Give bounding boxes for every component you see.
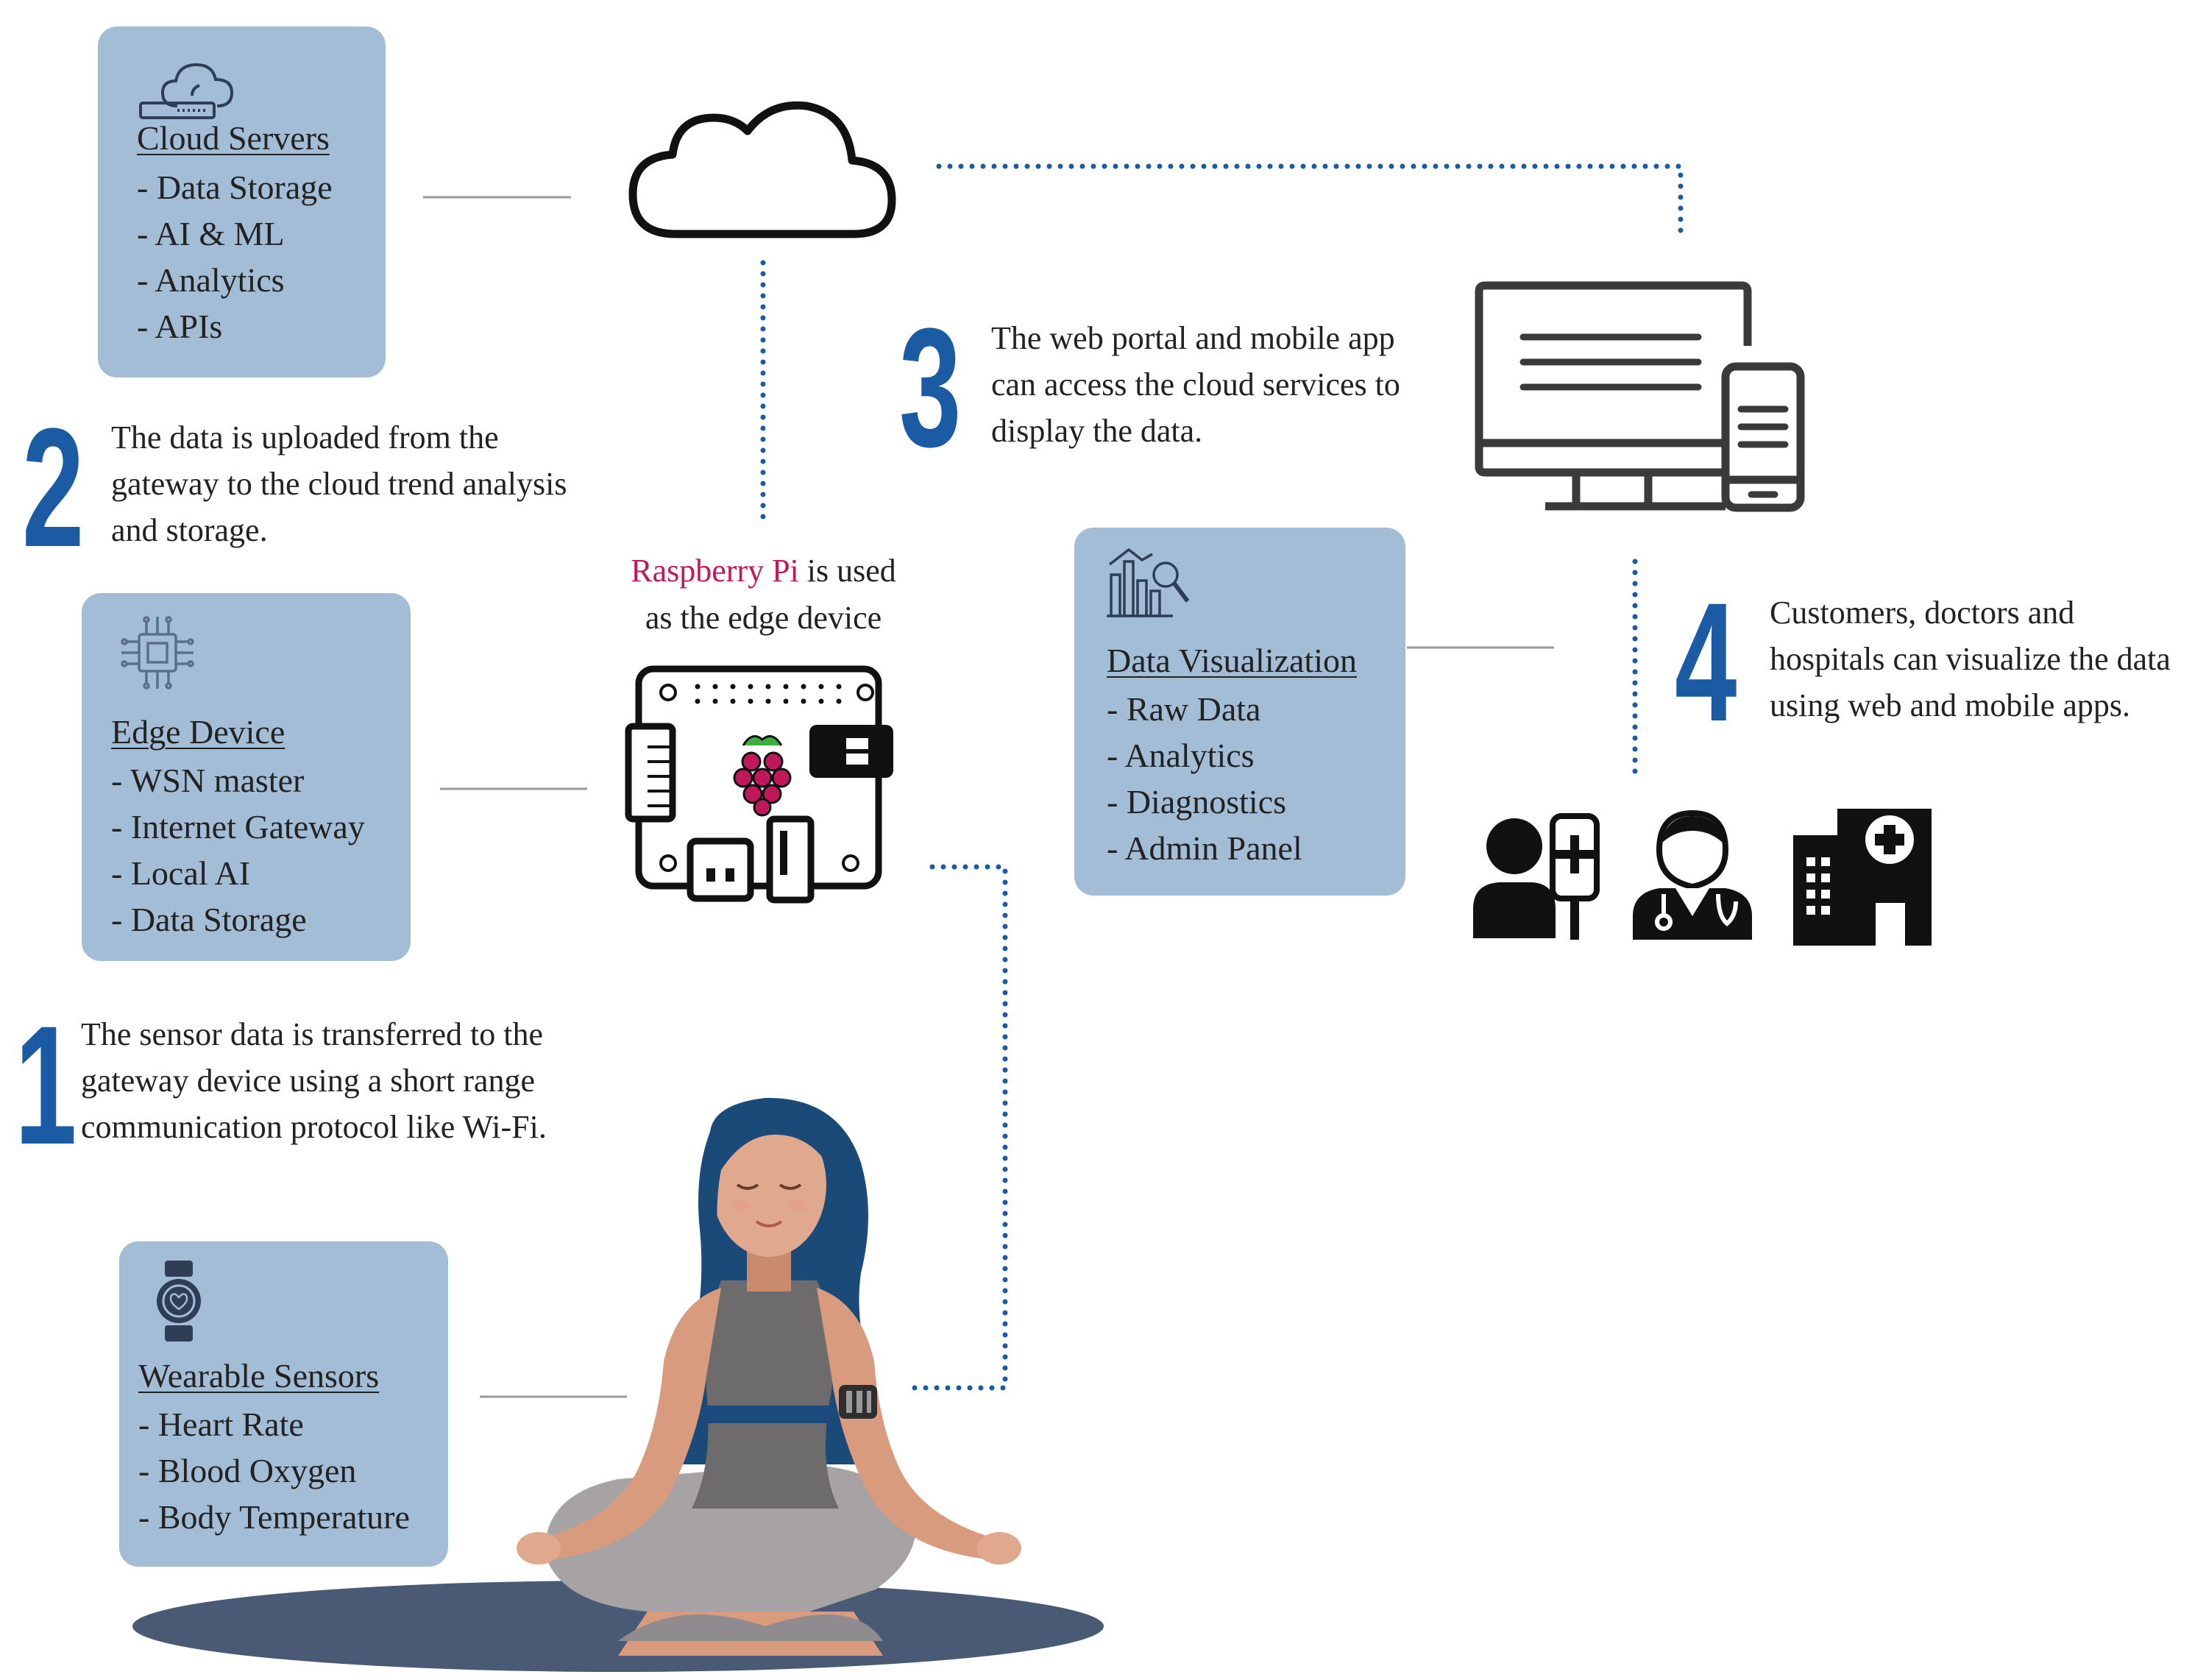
list-item: - Admin Panel [1107, 829, 1302, 867]
caption-rest: is used [798, 553, 896, 589]
bar-chart-magnifier-icon [1107, 547, 1190, 617]
step-3-text: The web portal and mobile app can access… [991, 315, 1400, 454]
wearable-sensors-list: - Heart Rate - Blood Oxygen - Body Tempe… [138, 1401, 410, 1540]
list-item: - Heart Rate [138, 1406, 304, 1443]
step-4-line: Customers, doctors and [1770, 595, 2075, 631]
step-1-text: The sensor data is transferred to the ga… [81, 1011, 547, 1150]
step-4-line: using web and mobile apps. [1770, 687, 2131, 723]
list-item: - Local AI [111, 854, 251, 892]
cloud-to-screen-dotted-link [936, 163, 1684, 240]
raspberry-pi-name: Raspberry Pi [631, 553, 799, 589]
caption-line-2: as the edge device [645, 600, 882, 636]
step-3-line: display the data. [991, 413, 1203, 449]
cloud-server-icon [139, 63, 234, 119]
desktop-mobile-icon [1475, 281, 1805, 512]
list-item: - AI & ML [137, 215, 285, 252]
step-3-line: The web portal and mobile app [991, 320, 1395, 356]
list-item: - Internet Gateway [111, 808, 365, 846]
sensor-to-pi-dotted-link [912, 864, 1008, 1391]
step-3-number: 3 [899, 293, 962, 482]
edge-device-list: - WSN master - Internet Gateway - Local … [111, 757, 365, 943]
list-item: - Data Storage [111, 901, 307, 938]
smartwatch-icon [157, 1261, 201, 1341]
wearable-sensors-title: Wearable Sensors [138, 1357, 380, 1394]
step-1-number: 1 [15, 990, 77, 1180]
raspberry-logo [733, 735, 792, 817]
raspberry-pi-caption: Raspberry Pi is used as the edge device [589, 547, 938, 642]
step-4-line: hospitals can visualize the data [1770, 641, 2171, 677]
cloud-servers-card: Cloud Servers - Data Storage - AI & ML -… [98, 26, 386, 378]
step-2-line: and storage. [111, 512, 268, 548]
cloud-icon [628, 101, 896, 238]
step-4-text: Customers, doctors and hospitals can vis… [1770, 589, 2171, 729]
raspberry-pi-board-icon [625, 665, 893, 904]
cloud-servers-title: Cloud Servers [137, 119, 330, 157]
step-2-line: The data is uploaded from the [111, 419, 499, 456]
step-3-line: can access the cloud services to [991, 366, 1400, 403]
meditating-woman-illustration [132, 1097, 1104, 1672]
patient-icon [1473, 813, 1600, 940]
doctor-icon [1633, 809, 1752, 940]
hospital-icon [1793, 809, 1932, 946]
processor-chip-icon [121, 616, 194, 690]
edge-device-title: Edge Device [111, 713, 285, 751]
data-visualization-card: Data Visualization - Raw Data - Analytic… [1074, 528, 1405, 896]
data-visualization-list: - Raw Data - Analytics - Diagnostics - A… [1107, 686, 1302, 871]
step-1-line: The sensor data is transferred to the [81, 1016, 543, 1052]
list-item: - Analytics [137, 261, 285, 299]
step-2-number: 2 [22, 393, 85, 582]
data-visualization-title: Data Visualization [1107, 642, 1358, 679]
list-item: - Data Storage [137, 169, 333, 206]
step-1-line: gateway device using a short range [81, 1063, 535, 1099]
step-4-number: 4 [1675, 567, 1737, 756]
list-item: - Body Temperature [138, 1498, 410, 1536]
list-item: - Diagnostics [1107, 783, 1287, 820]
list-item: - Raw Data [1107, 690, 1261, 728]
list-item: - APIs [137, 308, 223, 345]
step-2-line: gateway to the cloud trend analysis [111, 466, 567, 502]
step-1-line: communication protocol like Wi-Fi. [81, 1109, 547, 1145]
cloud-servers-list: - Data Storage - AI & ML - Analytics - A… [137, 164, 333, 350]
list-item: - WSN master [111, 762, 305, 799]
list-item: - Blood Oxygen [138, 1452, 357, 1489]
list-item: - Analytics [1107, 737, 1255, 774]
edge-device-card: Edge Device - WSN master - Internet Gate… [82, 593, 411, 961]
step-2-text: The data is uploaded from the gateway to… [111, 414, 567, 553]
wearable-sensors-card: Wearable Sensors - Heart Rate - Blood Ox… [119, 1241, 448, 1567]
